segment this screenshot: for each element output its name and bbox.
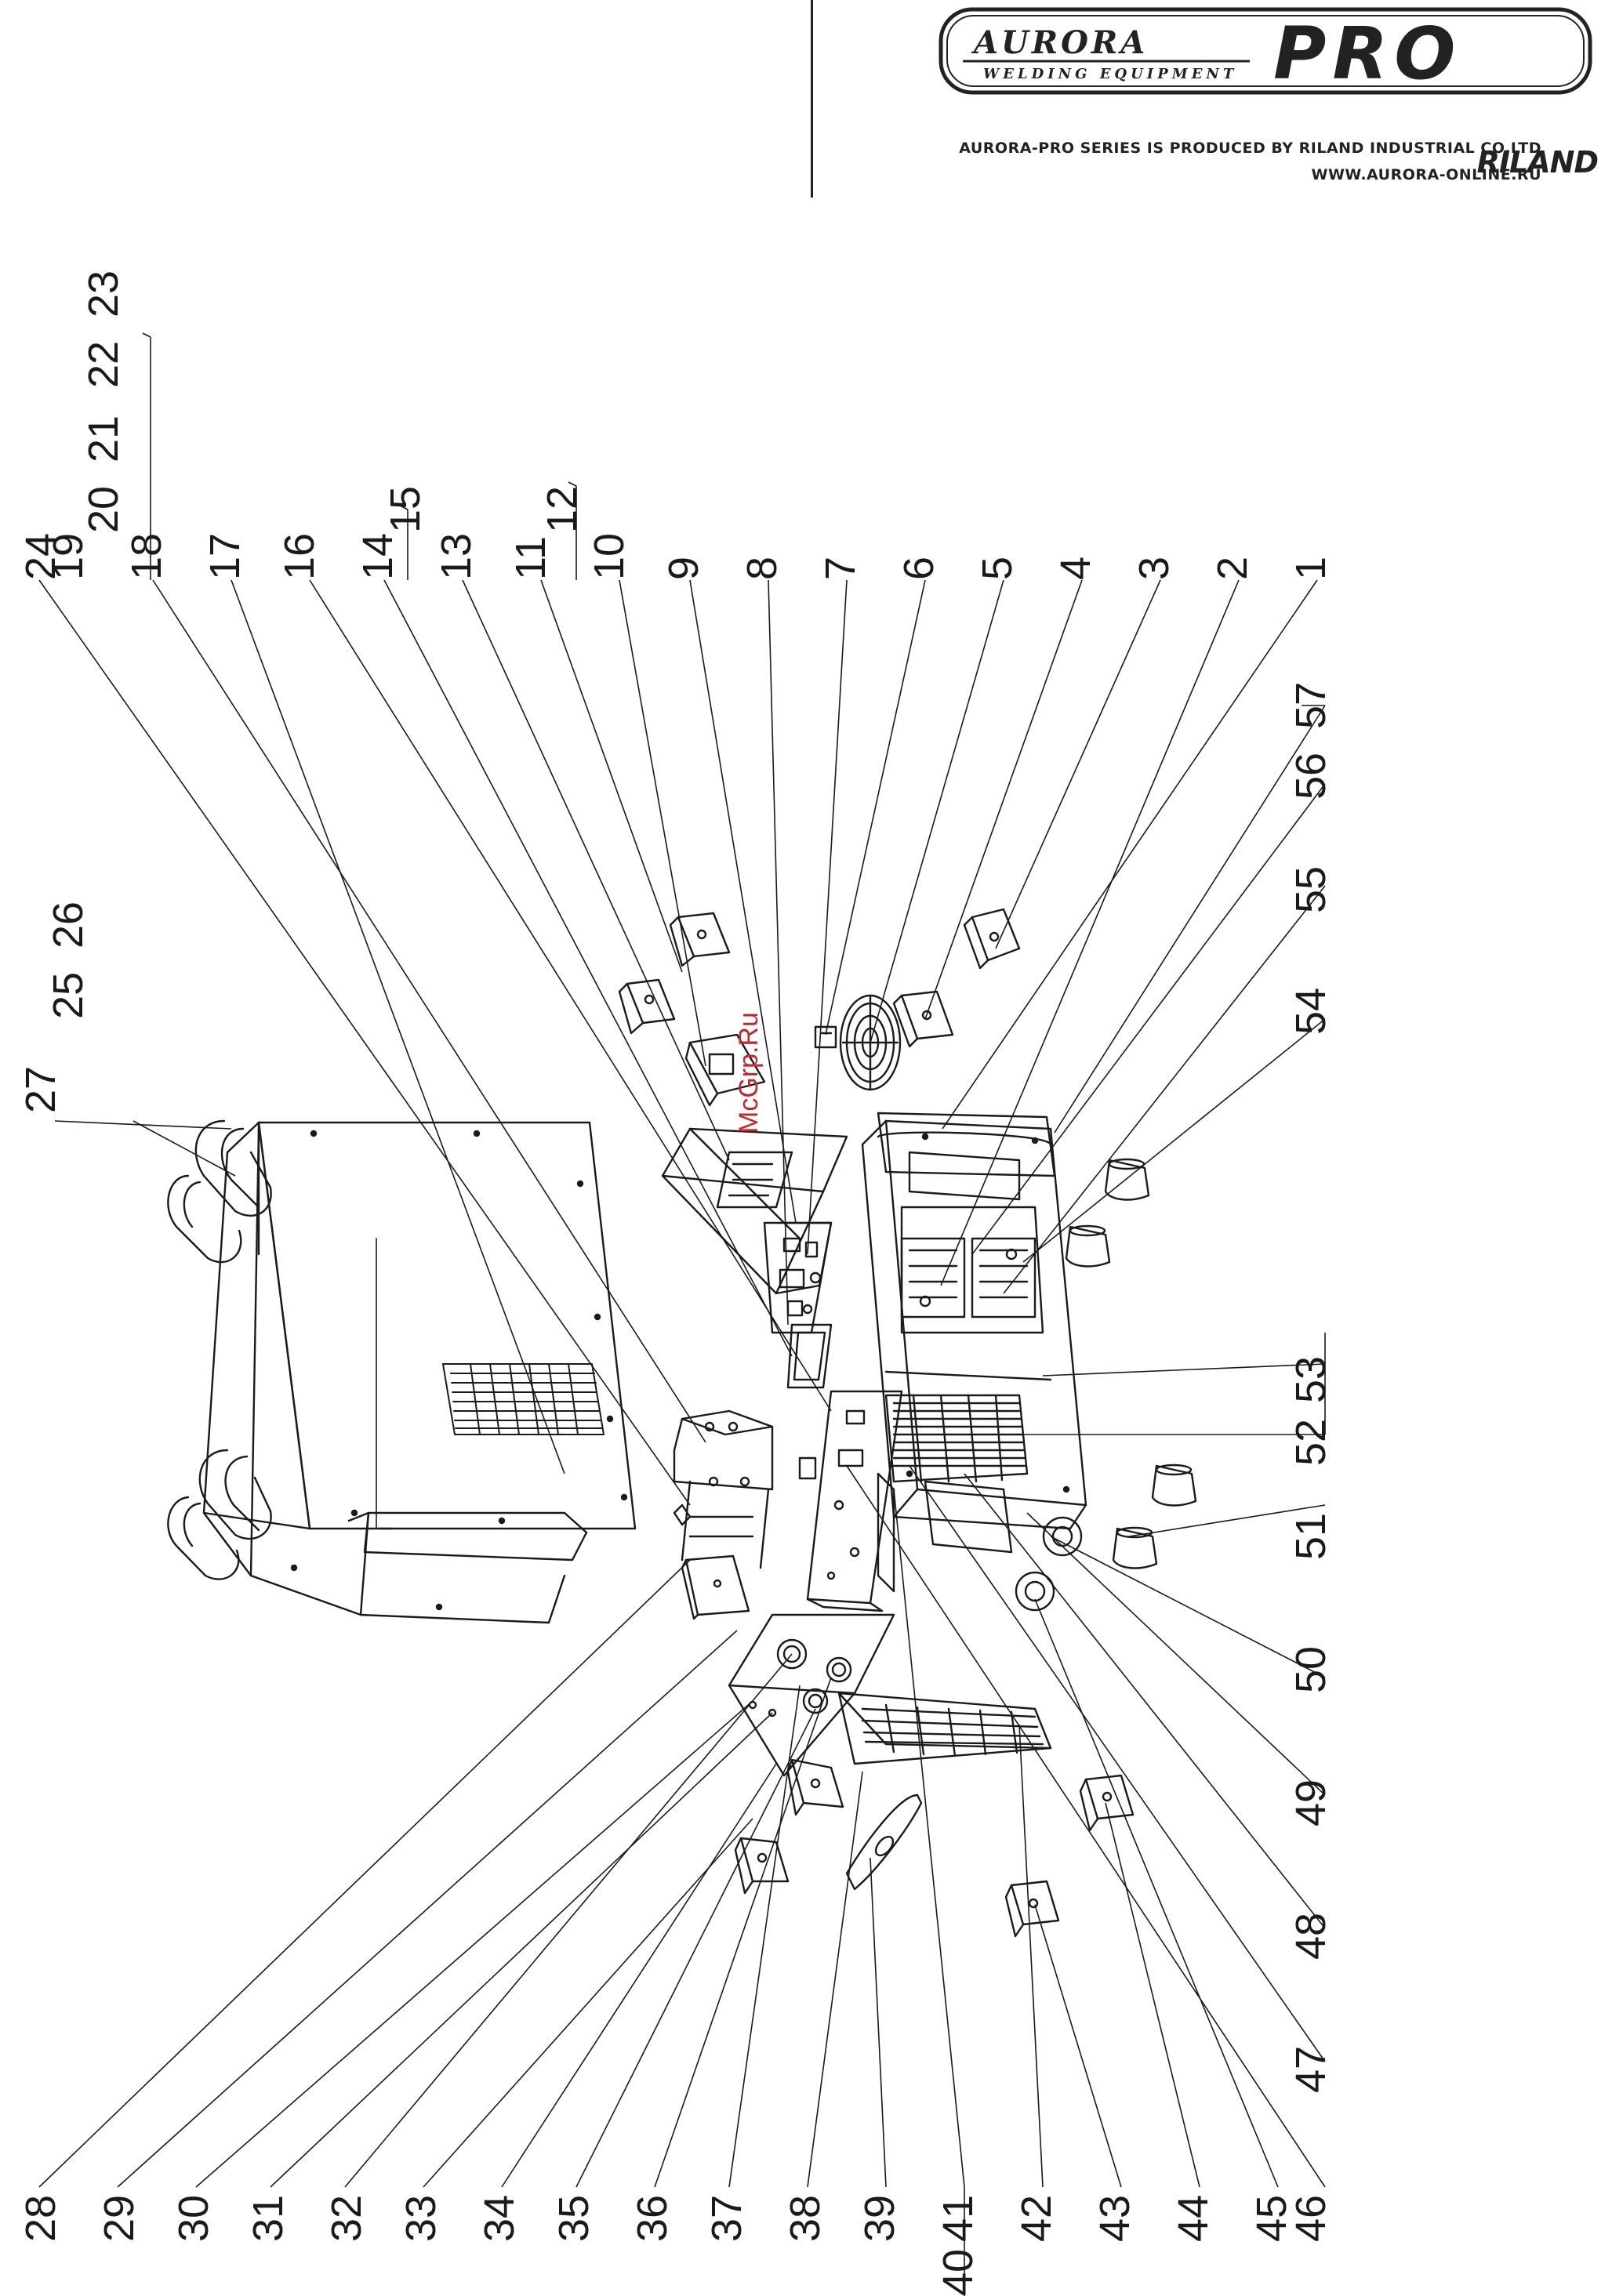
callout-17: 17 [202, 533, 249, 580]
callout-36: 36 [629, 2195, 676, 2242]
callout-25: 25 [45, 972, 92, 1019]
internal-frame [663, 1129, 847, 1293]
watermark: McGrp.Ru [734, 1012, 764, 1133]
callout-7: 7 [817, 557, 864, 580]
foot-front-lower [788, 1760, 843, 1815]
transformer-small [788, 1325, 831, 1387]
callout-5: 5 [974, 557, 1021, 580]
callout-21: 21 [80, 415, 127, 462]
callout-31: 31 [245, 2195, 292, 2242]
foot-rear-top [670, 913, 729, 966]
callout-35: 35 [550, 2195, 597, 2242]
handle-top [168, 1121, 270, 1262]
foot-front-bottom [735, 1838, 788, 1893]
foot-rear-bottom [1006, 1881, 1058, 1936]
callout-53: 53 [1287, 1356, 1334, 1403]
foot-rear-upper [619, 980, 674, 1033]
callout-49: 49 [1287, 1779, 1334, 1826]
top-cover [168, 1121, 635, 1623]
callout-4: 4 [1052, 557, 1099, 580]
callout-1: 1 [1287, 557, 1334, 580]
callout-27: 27 [17, 1066, 64, 1113]
callout-47: 47 [1287, 2046, 1334, 2093]
callout-16: 16 [276, 533, 323, 580]
leader-lines [39, 333, 1325, 2296]
callout-40: 40 [935, 2249, 982, 2296]
callout-12: 12 [539, 486, 586, 533]
callout-55: 55 [1287, 866, 1334, 913]
callout-48: 48 [1287, 1913, 1334, 1960]
callout-9: 9 [660, 557, 707, 580]
callout-2: 2 [1209, 557, 1256, 580]
callout-18: 18 [123, 533, 170, 580]
callout-8: 8 [739, 557, 786, 580]
callout-30: 30 [170, 2195, 217, 2242]
callout-33: 33 [398, 2195, 445, 2242]
shunt-box [682, 1556, 749, 1619]
output-rectifier-bracket [674, 1411, 772, 1568]
callout-23: 23 [80, 270, 127, 317]
callout-13: 13 [433, 533, 480, 580]
callout-11: 11 [507, 536, 554, 580]
callout-50: 50 [1287, 1646, 1334, 1693]
callout-57: 57 [1287, 682, 1334, 729]
callout-37: 37 [703, 2195, 750, 2242]
callout-44: 44 [1170, 2195, 1217, 2242]
callout-56: 56 [1287, 753, 1334, 800]
callout-39: 39 [856, 2195, 903, 2242]
callout-15: 15 [382, 486, 429, 533]
callout-22: 22 [80, 341, 127, 388]
callout-20: 20 [80, 486, 127, 533]
callout-41: 41 [935, 2195, 982, 2242]
control-pcb [764, 1223, 831, 1333]
callout-34: 34 [476, 2195, 523, 2242]
callout-24: 24 [17, 533, 64, 580]
callout-3: 3 [1131, 557, 1178, 580]
callout-52: 52 [1287, 1419, 1334, 1466]
callout-6: 6 [895, 557, 942, 580]
callout-14: 14 [354, 533, 401, 580]
callout-26: 26 [45, 901, 92, 949]
callout-54: 54 [1287, 988, 1334, 1035]
callout-38: 38 [782, 2195, 829, 2242]
callout-29: 29 [96, 2195, 143, 2242]
callout-43: 43 [1091, 2195, 1138, 2242]
foot-rear-lower [1080, 1776, 1133, 1830]
callout-42: 42 [1013, 2195, 1060, 2242]
callout-10: 10 [586, 533, 633, 580]
callout-32: 32 [323, 2195, 370, 2242]
small-connector [815, 1027, 836, 1047]
callout-labels: 1 2 3 4 5 6 7 8 9 10 11 12 13 14 15 16 1… [17, 270, 1334, 2296]
foot-front-top [964, 909, 1019, 968]
callout-51: 51 [1287, 1513, 1334, 1560]
output-terminals [1016, 1518, 1081, 1610]
callout-45: 45 [1248, 2195, 1295, 2242]
callout-28: 28 [17, 2195, 64, 2242]
foot-front-middle [894, 992, 953, 1046]
